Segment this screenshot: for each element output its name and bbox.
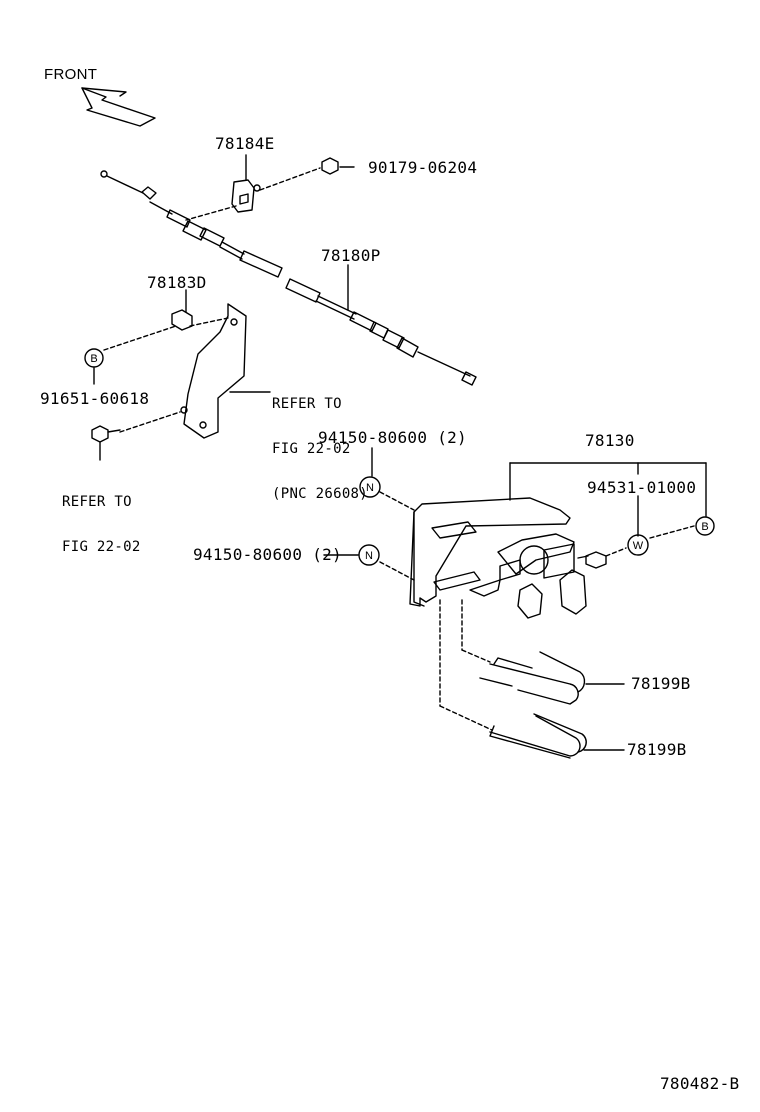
- part-90179-06204: 90179-06204: [368, 158, 478, 177]
- refer-left-line-1: REFER TO: [62, 494, 132, 510]
- part-91651-60618: 91651-60618: [40, 389, 150, 408]
- part-78183D: 78183D: [147, 273, 207, 292]
- part-78199B-upper: 78199B: [631, 674, 691, 693]
- badge-n-left-letter: N: [365, 550, 373, 562]
- refer-left-line-2: FIG 22-02: [62, 539, 141, 555]
- part-94150-left: 94150-80600 (2): [193, 545, 342, 564]
- part-78180P: 78180P: [321, 246, 381, 265]
- dashed-connectors: [103, 167, 695, 731]
- part-78130: 78130: [585, 431, 635, 450]
- lever-assembly: [409, 497, 607, 619]
- refer-mid-line-1: REFER TO: [272, 396, 342, 412]
- part-78199B-lower: 78199B: [627, 740, 687, 759]
- badge-b-right: [695, 516, 715, 536]
- u-bolt-lower: [489, 713, 587, 759]
- part-78184E: 78184E: [215, 134, 275, 153]
- badge-b-right-letter: B: [701, 521, 708, 533]
- front-arrow-icon: [81, 87, 156, 127]
- badge-w: [627, 534, 649, 556]
- badge-b-left: [84, 348, 104, 368]
- front-label: FRONT: [44, 66, 98, 83]
- badge-n-top-letter: N: [366, 482, 374, 494]
- bolt: [91, 425, 121, 461]
- bracket: [171, 289, 247, 439]
- refer-mid-line-3: (PNC 26608): [272, 486, 369, 502]
- badge-n-left: [358, 544, 380, 566]
- leader-lines: [93, 264, 707, 751]
- part-94531-01000: 94531-01000: [587, 478, 697, 497]
- part-94150-top: 94150-80600 (2): [318, 428, 467, 447]
- brake-cable: [100, 170, 477, 386]
- badge-n-top: [359, 476, 381, 498]
- figure-id: 780482-B: [660, 1074, 740, 1093]
- nut-90179: [321, 157, 339, 175]
- refer-note-mid: REFER TO FIG 22-02 (PNC 26608): [272, 367, 368, 517]
- badge-w-letter: W: [633, 540, 644, 552]
- badge-b-left-letter: B: [90, 353, 97, 365]
- refer-note-left: REFER TO FIG 22-02: [62, 465, 141, 570]
- refer-mid-line-2: FIG 22-02: [272, 441, 351, 457]
- u-bolt-upper: [479, 651, 586, 705]
- clip-78184E: [231, 154, 261, 213]
